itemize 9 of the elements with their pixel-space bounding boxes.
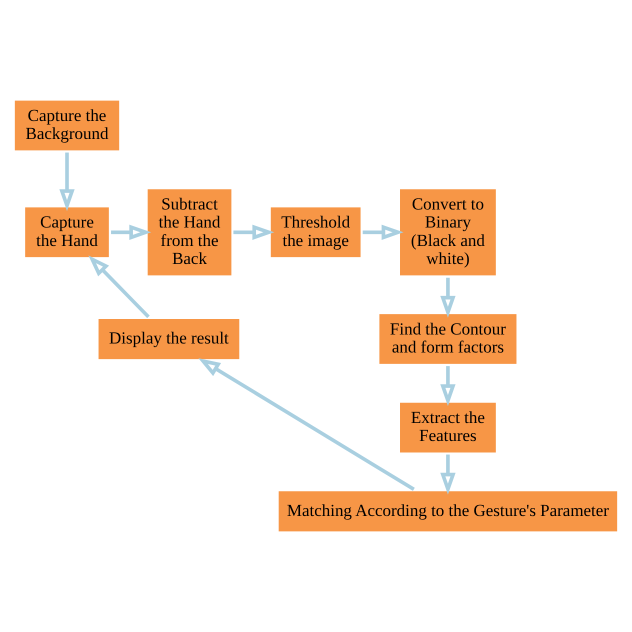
arrow	[362, 224, 404, 240]
arrow	[440, 454, 456, 495]
arrow	[198, 358, 415, 491]
arrow	[233, 224, 274, 240]
arrow	[88, 255, 150, 318]
arrow	[440, 278, 456, 318]
arrow	[440, 366, 456, 406]
arrow	[111, 224, 152, 240]
arrow	[59, 152, 75, 212]
